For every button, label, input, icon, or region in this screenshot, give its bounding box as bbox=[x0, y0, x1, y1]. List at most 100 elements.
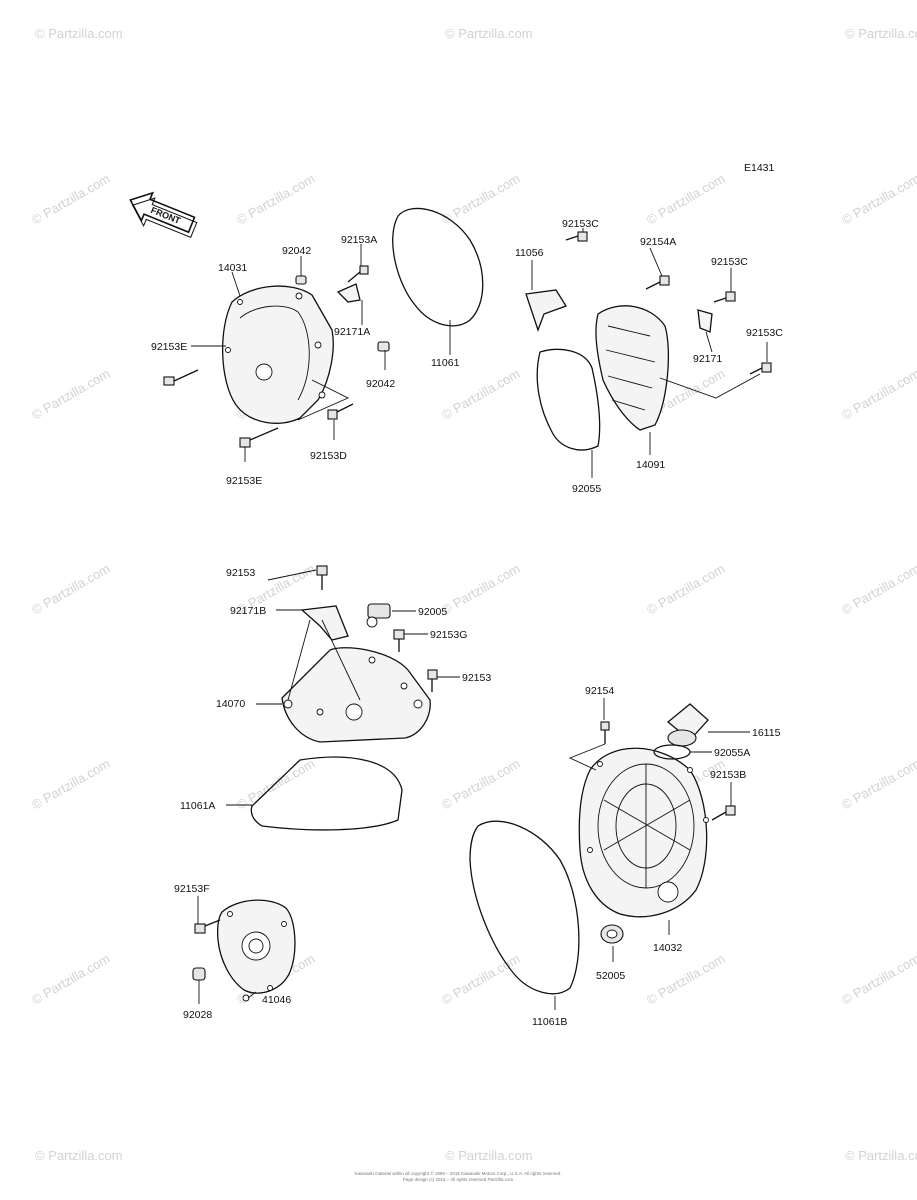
label-92042-top: 92042 bbox=[282, 245, 311, 257]
bolt-92153E-left bbox=[163, 369, 199, 386]
watermark: © Partzilla.com bbox=[439, 366, 522, 423]
bolt-92153F bbox=[194, 919, 221, 934]
label-52005: 52005 bbox=[596, 970, 625, 982]
label-92153F: 92153F bbox=[174, 883, 210, 895]
bolt-92154 bbox=[600, 721, 610, 744]
bolt-92153C-a bbox=[565, 231, 588, 242]
bolt-92153E-bottom bbox=[239, 427, 279, 448]
cover-41046 bbox=[216, 899, 296, 994]
cover-14091-ribs bbox=[605, 325, 656, 411]
bolt-92153B bbox=[711, 805, 736, 821]
bolt-92153A bbox=[347, 265, 369, 283]
watermark: © Partzilla.com bbox=[29, 171, 112, 228]
bolt-92153G bbox=[393, 629, 405, 652]
label-11061: 11061 bbox=[431, 357, 460, 369]
watermark: © Partzilla.com bbox=[439, 756, 522, 813]
clamp-92171B bbox=[300, 605, 349, 641]
bolt-92153-top bbox=[316, 565, 328, 590]
label-92171B: 92171B bbox=[230, 605, 266, 617]
watermark: © Partzilla.com bbox=[439, 951, 522, 1008]
label-92153E-bottom: 92153E bbox=[226, 475, 262, 487]
part-labels: 14031 92042 92153A 92171A 92153E 92153E … bbox=[151, 218, 783, 1028]
cover-14070 bbox=[281, 647, 431, 743]
label-16115: 16115 bbox=[752, 727, 781, 739]
sensor-92005 bbox=[366, 603, 391, 628]
oil-filler-cap-16115 bbox=[666, 703, 709, 747]
watermark: © Partzilla.com bbox=[845, 26, 917, 41]
label-92042-mid: 92042 bbox=[366, 378, 395, 390]
gasket-11061 bbox=[392, 207, 484, 327]
watermark: © Partzilla.com bbox=[439, 561, 522, 618]
watermark: © Partzilla.com bbox=[839, 171, 917, 228]
watermark: © Partzilla.com bbox=[845, 1148, 917, 1163]
watermark: © Partzilla.com bbox=[839, 366, 917, 423]
bolt-92153C-c bbox=[749, 362, 772, 375]
label-92153B: 92153B bbox=[710, 769, 746, 781]
label-92171: 92171 bbox=[693, 353, 722, 365]
watermark: © Partzilla.com bbox=[445, 26, 533, 41]
label-92153-mid: 92153 bbox=[462, 672, 491, 684]
label-92153G: 92153G bbox=[430, 629, 467, 641]
watermark: © Partzilla.com bbox=[35, 26, 123, 41]
clamp-92171 bbox=[697, 309, 713, 333]
watermark: © Partzilla.com bbox=[839, 561, 917, 618]
label-92171A: 92171A bbox=[334, 326, 370, 338]
label-92153C-c: 92153C bbox=[746, 327, 783, 339]
label-14031: 14031 bbox=[218, 262, 247, 274]
watermark: © Partzilla.com bbox=[644, 561, 727, 618]
label-92153-top: 92153 bbox=[226, 567, 255, 579]
watermark: © Partzilla.com bbox=[234, 171, 317, 228]
oil-seal-52005 bbox=[600, 924, 624, 944]
watermark: © Partzilla.com bbox=[644, 171, 727, 228]
label-92153E-left: 92153E bbox=[151, 341, 187, 353]
watermark: © Partzilla.com bbox=[839, 951, 917, 1008]
watermark: © Partzilla.com bbox=[644, 951, 727, 1008]
label-92153D: 92153D bbox=[310, 450, 347, 462]
watermark: © Partzilla.com bbox=[839, 756, 917, 813]
label-92153A: 92153A bbox=[341, 234, 377, 246]
label-92153C-a: 92153C bbox=[562, 218, 599, 230]
watermark: © Partzilla.com bbox=[445, 1148, 533, 1163]
watermark: © Partzilla.com bbox=[29, 951, 112, 1008]
label-92055: 92055 bbox=[572, 483, 601, 495]
watermark: © Partzilla.com bbox=[29, 561, 112, 618]
bolt-92153-mid bbox=[427, 669, 438, 692]
label-92153C-b: 92153C bbox=[711, 256, 748, 268]
label-14032: 14032 bbox=[653, 942, 682, 954]
label-14091: 14091 bbox=[636, 459, 665, 471]
footer-copyright: Kawasaki material within all copyright ©… bbox=[355, 1170, 562, 1176]
front-arrow-icon: FRONT bbox=[129, 191, 198, 239]
cover-14032 bbox=[578, 747, 709, 918]
watermark: © Partzilla.com bbox=[29, 366, 112, 423]
gasket-11061A bbox=[250, 756, 403, 831]
cover-14091 bbox=[595, 305, 670, 431]
o-ring-41046 bbox=[242, 994, 250, 1002]
label-11061A: 11061A bbox=[180, 800, 215, 812]
bolt-92153D bbox=[327, 403, 354, 420]
label-92005: 92005 bbox=[418, 606, 447, 618]
label-14070: 14070 bbox=[216, 698, 245, 710]
bracket-11056 bbox=[525, 289, 567, 332]
bolt-92153C-b bbox=[713, 291, 736, 303]
footer-design: Page design (c) 2015 – All rights reserv… bbox=[403, 1177, 514, 1182]
label-92154: 92154 bbox=[585, 685, 614, 697]
watermark-layer: © Partzilla.com © Partzilla.com © Partzi… bbox=[29, 26, 917, 1163]
diagram-code: E1431 bbox=[744, 162, 775, 174]
label-41046: 41046 bbox=[262, 994, 291, 1006]
label-92055A: 92055A bbox=[714, 747, 750, 759]
cover-14031 bbox=[221, 285, 334, 424]
dowel-pin-92042-mid bbox=[377, 341, 390, 352]
gasket-92055 bbox=[536, 348, 601, 451]
label-92154A: 92154A bbox=[640, 236, 676, 248]
gasket-11061B bbox=[469, 820, 580, 995]
label-92028: 92028 bbox=[183, 1009, 212, 1021]
watermark: © Partzilla.com bbox=[439, 171, 522, 228]
watermark: © Partzilla.com bbox=[35, 1148, 123, 1163]
watermark: © Partzilla.com bbox=[29, 756, 112, 813]
label-11056: 11056 bbox=[515, 247, 544, 259]
dowel-pin-92042-top bbox=[295, 275, 307, 285]
label-11061B: 11061B bbox=[532, 1016, 567, 1028]
dowel-pin-92028 bbox=[192, 967, 206, 981]
clamp-92171A bbox=[336, 283, 361, 303]
